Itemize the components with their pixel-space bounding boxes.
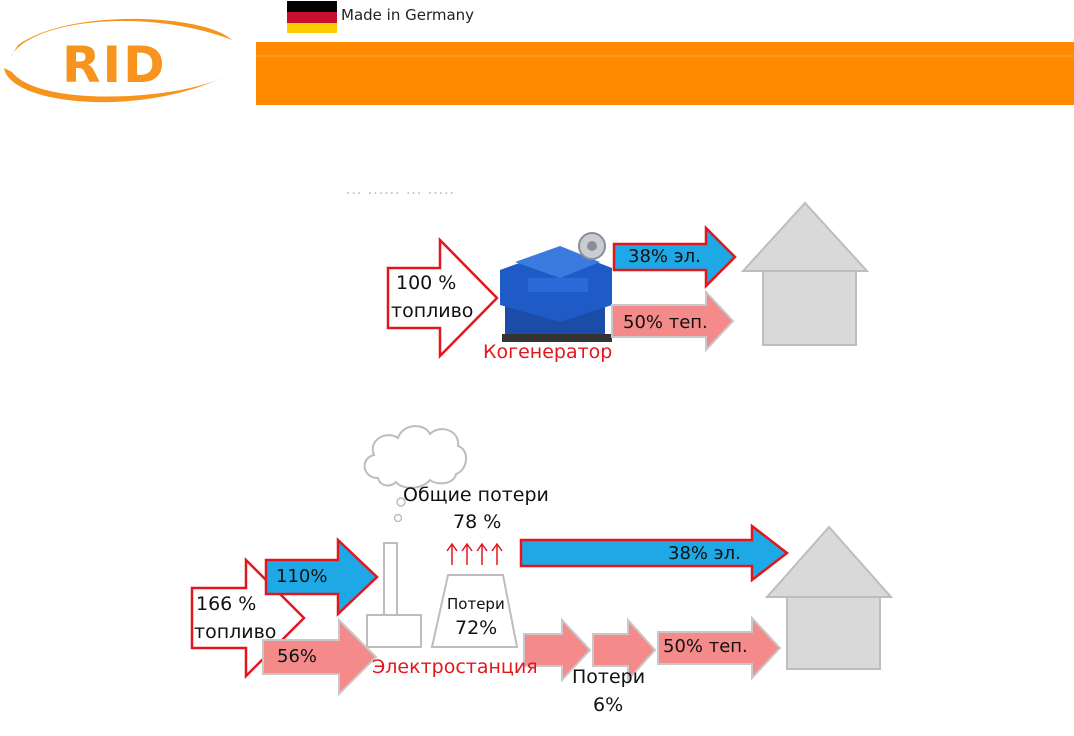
top-heat-arrow [611, 289, 735, 353]
branch-electric-label: 110% [276, 566, 328, 587]
plant-losses-value: 72% [455, 617, 498, 639]
engine-icon [500, 232, 612, 342]
top-house-icon [740, 201, 870, 346]
top-input-value: 100 % [396, 272, 457, 294]
bottom-input-label: топливо [194, 621, 277, 643]
flag-caption: Made in Germany [341, 6, 475, 24]
cloud-icon [363, 425, 467, 489]
bottom-house-icon [764, 525, 894, 670]
top-partial-title: ··· ······ ··· ····· [346, 186, 456, 202]
bottom-electric-output-arrow [519, 523, 790, 583]
top-electric-arrow [612, 224, 737, 290]
transport-losses-value: 6% [593, 694, 624, 716]
bottom-branch-heat-arrow [262, 617, 378, 697]
total-losses-value: 78 % [453, 511, 502, 533]
chimney-icon [366, 542, 422, 648]
cooling-tower-icon [430, 574, 519, 648]
bottom-branch-electric-arrow [264, 537, 379, 617]
bottom-heat-chain-arrow-1 [523, 617, 592, 683]
top-electric-label: 38% эл. [628, 246, 701, 267]
top-input-arrow [386, 236, 499, 360]
plant-losses-title: Потери [447, 595, 505, 613]
bottom-heat-label: 50% теп. [663, 636, 748, 657]
header-banner [256, 42, 1074, 105]
loss-up-arrows [446, 542, 503, 565]
bottom-heat-output-arrow [657, 615, 782, 681]
total-losses-title: Общие потери [403, 484, 549, 506]
bottom-heat-chain-arrow-2 [592, 617, 657, 683]
branch-heat-label: 56% [277, 646, 318, 667]
rid-logo [4, 18, 232, 103]
top-input-label: топливо [391, 300, 474, 322]
bottom-electric-label: 38% эл. [668, 543, 741, 564]
top-machine-label: Когенератор [483, 341, 613, 363]
transport-losses-title: Потери [572, 666, 646, 688]
logo-text: RID [62, 36, 167, 94]
bottom-input-value: 166 % [196, 593, 257, 615]
top-heat-label: 50% теп. [623, 312, 708, 333]
plant-label: Электростанция [372, 656, 538, 678]
german-flag-icon [287, 1, 337, 33]
